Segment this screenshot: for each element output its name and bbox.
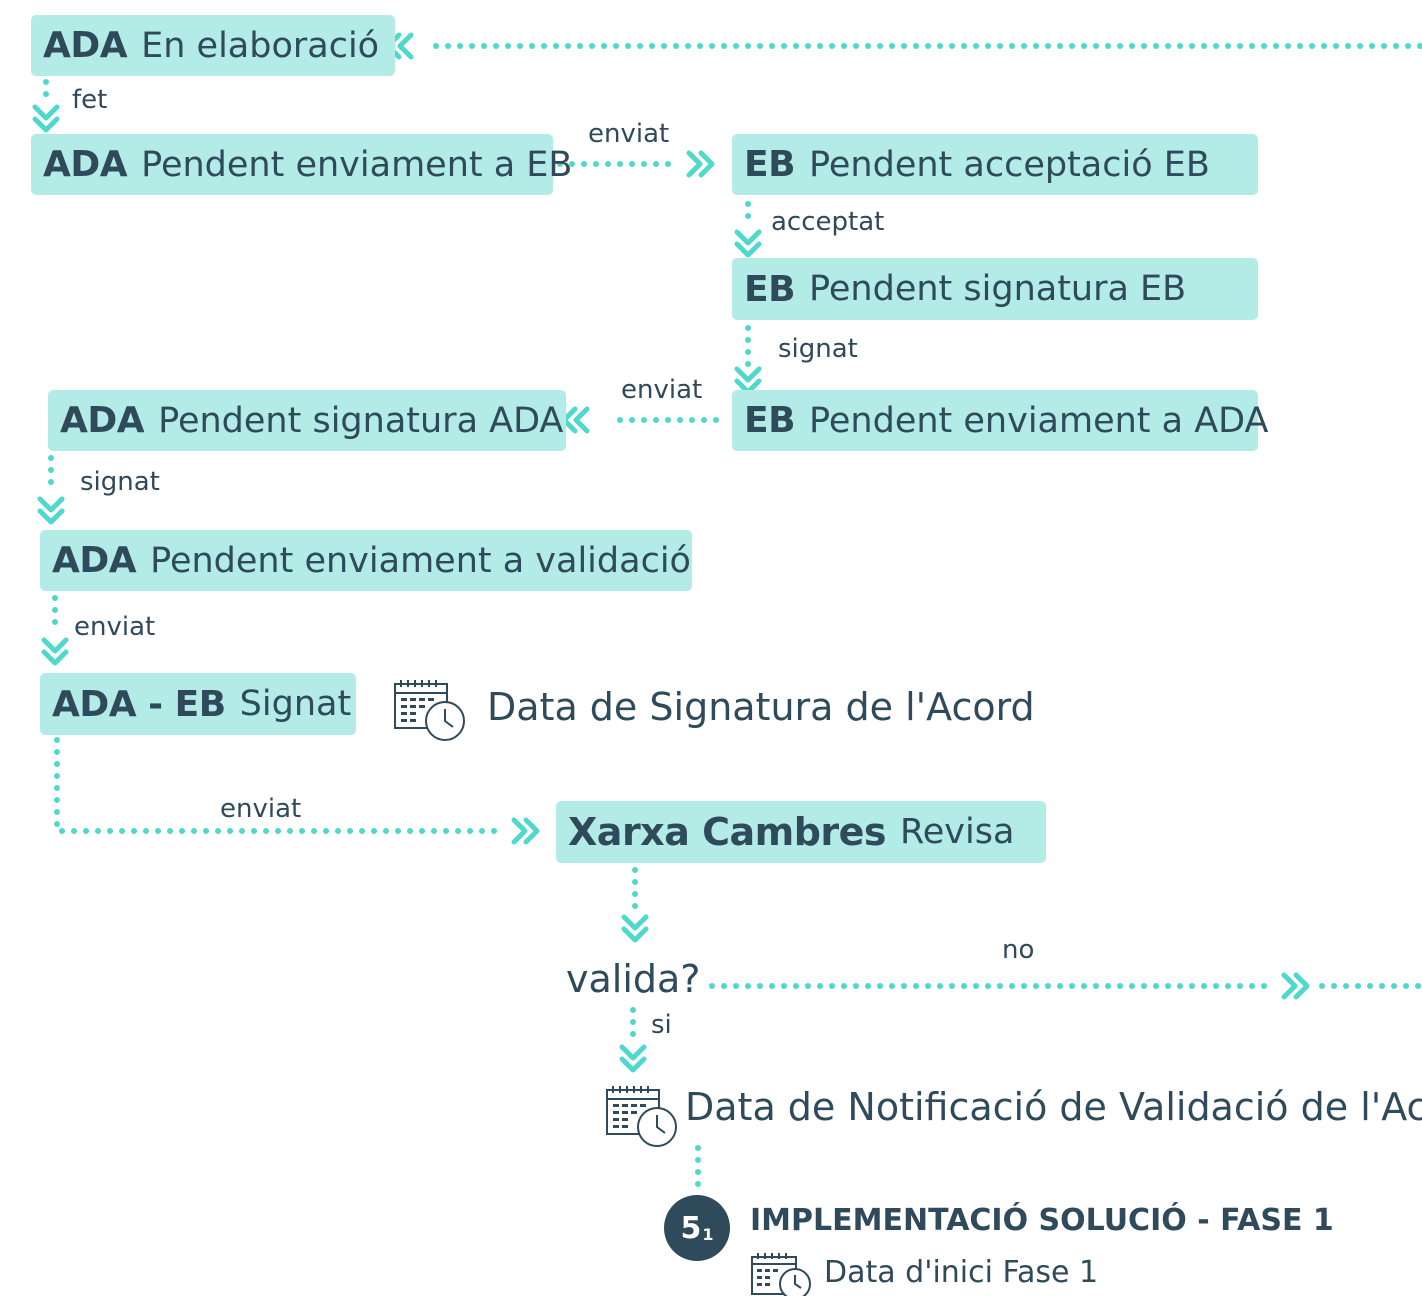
chevron-right-icon [1281,972,1310,1000]
state-label: Signat [239,684,352,724]
transition-label-no: no [1002,935,1035,965]
state-label: Pendent signatura EB [809,269,1187,309]
role-label: EB [744,268,796,310]
state-xarxa-cambres-revisa: Xarxa Cambres Revisa [556,801,1046,863]
role-label: ADA [60,400,145,441]
role-label: ADA [52,540,137,581]
state-eb-pendent-signatura: EB Pendent signatura EB [732,258,1258,320]
state-ada-pendent-signatura: ADA Pendent signatura ADA [48,390,566,451]
role-label: ADA - EB [52,683,226,725]
state-label: En elaboració [141,25,380,66]
chevron-down-icon [734,366,762,395]
chevron-down-icon [32,104,60,133]
date-signatura-label: Data de Signatura de l'Acord [487,685,1035,729]
state-label: Pendent signatura ADA [158,400,564,441]
role-label: EB [744,144,796,185]
chevron-down-icon [621,914,649,943]
chevron-left-icon [561,406,590,434]
chevron-down-icon [41,637,69,666]
transition-label-enviat-to-eb: enviat [588,119,670,149]
state-ada-pendent-enviament-eb: ADA Pendent enviament a EB [31,134,572,195]
chevron-down-icon [619,1044,647,1073]
state-label: Pendent enviament a EB [141,144,573,185]
transition-label-acceptat: acceptat [771,207,885,237]
state-eb-pendent-enviament-ada: EB Pendent enviament a ADA [732,390,1268,451]
transition-label-si: si [651,1010,672,1040]
decision-valida: valida? [566,957,701,1001]
state-eb-pendent-acceptacio: EB Pendent acceptació EB [732,134,1258,195]
state-ada-eb-signat: ADA - EB Signat [40,673,356,735]
role-label: ADA [43,144,128,185]
calendar-clock-icon [751,1253,811,1296]
chevron-right-icon [686,150,715,178]
role-label: ADA [43,25,128,66]
state-ada-pendent-enviament-validacio: ADA Pendent enviament a validació [40,530,692,591]
chevron-down-icon [734,229,762,258]
transition-label-fet: fet [72,85,108,115]
state-label: Pendent enviament a validació [150,540,691,581]
state-ada-en-elaboracio: ADA En elaboració [31,15,395,76]
state-label: Pendent acceptació EB [809,144,1210,185]
role-label: Xarxa Cambres [568,810,887,854]
transition-label-enviat-to-ada: enviat [621,375,703,405]
transition-label-signat-ada: signat [80,467,160,497]
transition-label-signat-eb: signat [778,334,858,364]
state-label: Revisa [900,812,1015,852]
transition-label-enviat-validacio: enviat [74,612,156,642]
chevron-down-icon [37,496,65,525]
chevron-right-icon [511,817,540,845]
phase-subnumber: 1 [702,1224,714,1244]
calendar-clock-icon [394,680,465,741]
date-inici-fase-label: Data d'inici Fase 1 [824,1255,1099,1290]
phase-title: IMPLEMENTACIÓ SOLUCIÓ - FASE 1 [750,1203,1334,1238]
date-notificacio-label: Data de Notificació de Validació de l'Ac… [685,1085,1422,1129]
phase-number: 5 [680,1210,702,1246]
role-label: EB [744,400,796,441]
transition-label-enviat-xarxa: enviat [220,794,302,824]
calendar-clock-icon [606,1086,677,1147]
state-label: Pendent enviament a ADA [809,400,1269,441]
